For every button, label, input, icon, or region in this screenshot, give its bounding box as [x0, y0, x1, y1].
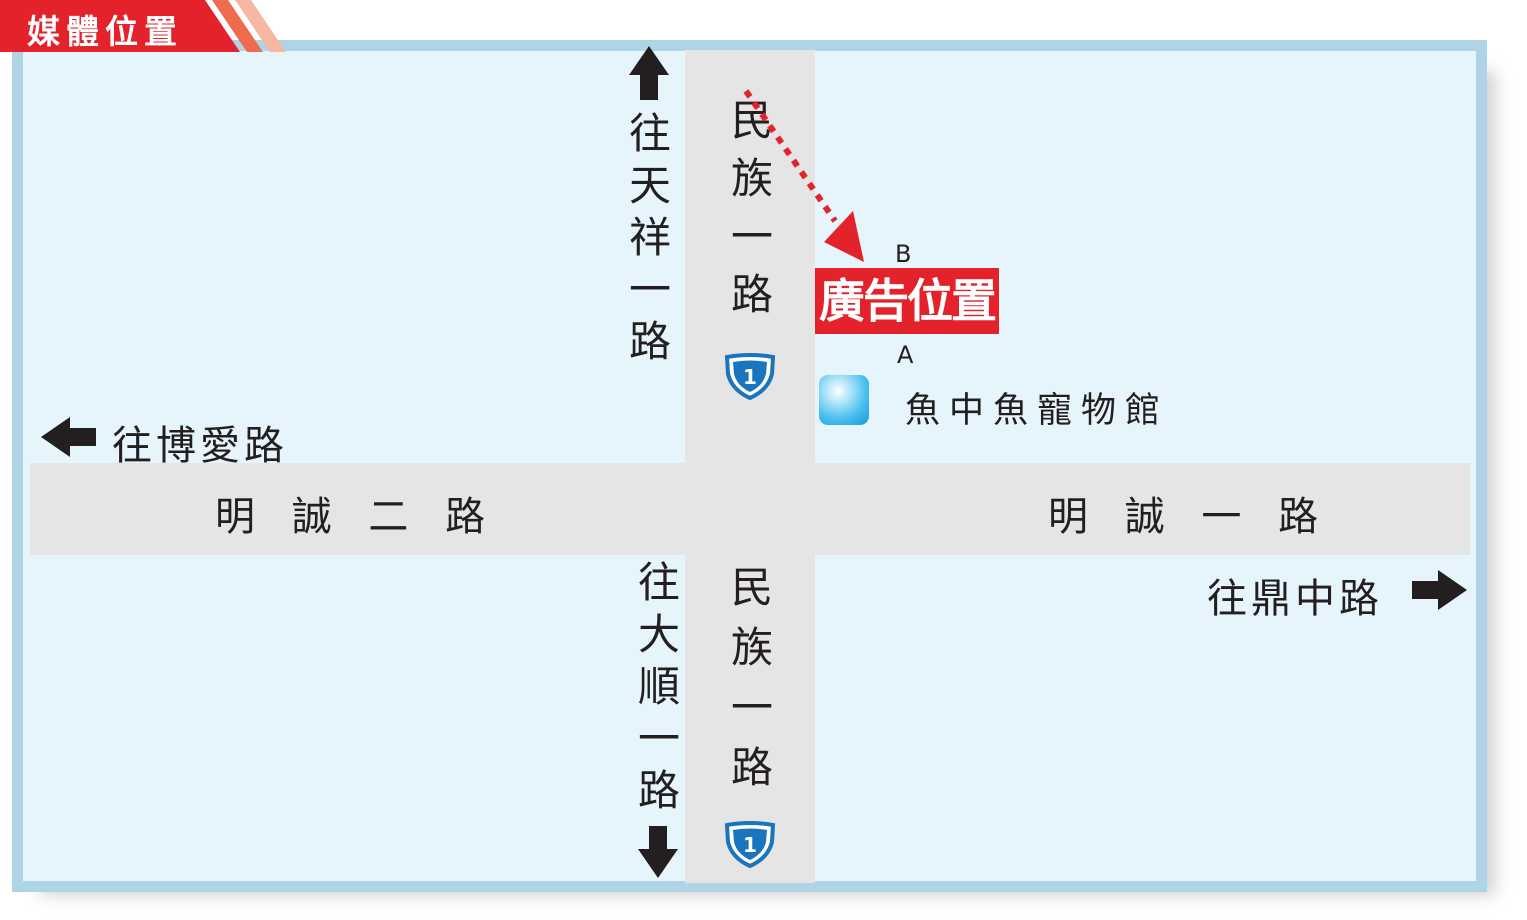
pet-shop-icon: [819, 375, 869, 425]
route-number-north: 1: [743, 365, 757, 389]
ad-point-a: A: [897, 341, 914, 369]
ad-pointer-arrow: [743, 89, 864, 262]
road-minzu: [685, 50, 815, 883]
route-shield-icon-south: 1: [724, 821, 776, 868]
ad-position-label: 廣告位置: [819, 274, 997, 328]
direction-label-north: 往天祥一路: [628, 109, 671, 366]
poi-label: 魚中魚寵物館: [905, 391, 1170, 431]
road-label-mingcheng-east: 明 誠 一 路: [1048, 494, 1331, 540]
arrow-west-icon: [41, 417, 96, 457]
direction-label-south: 往大順一路: [637, 558, 680, 815]
route-number-south: 1: [743, 833, 757, 857]
road-label-minzu-north: 民族一路: [730, 96, 773, 319]
header-tag: 媒體位置: [0, 0, 300, 52]
road-label-minzu-south: 民族一路: [730, 563, 773, 792]
road-label-mingcheng-west: 明 誠 二 路: [215, 494, 498, 540]
header-tag-shape: [0, 0, 286, 52]
ad-position-box: 廣告位置: [815, 268, 999, 334]
arrow-south-icon: [638, 826, 678, 878]
header-title: 媒體位置: [27, 12, 183, 51]
direction-label-east: 往鼎中路: [1207, 576, 1383, 622]
direction-label-west: 往博愛路: [112, 423, 288, 469]
arrow-east-icon: [1412, 570, 1467, 610]
route-shield-icon-north: 1: [724, 353, 776, 400]
ad-point-b: B: [895, 240, 912, 268]
arrow-north-icon: [629, 46, 669, 100]
